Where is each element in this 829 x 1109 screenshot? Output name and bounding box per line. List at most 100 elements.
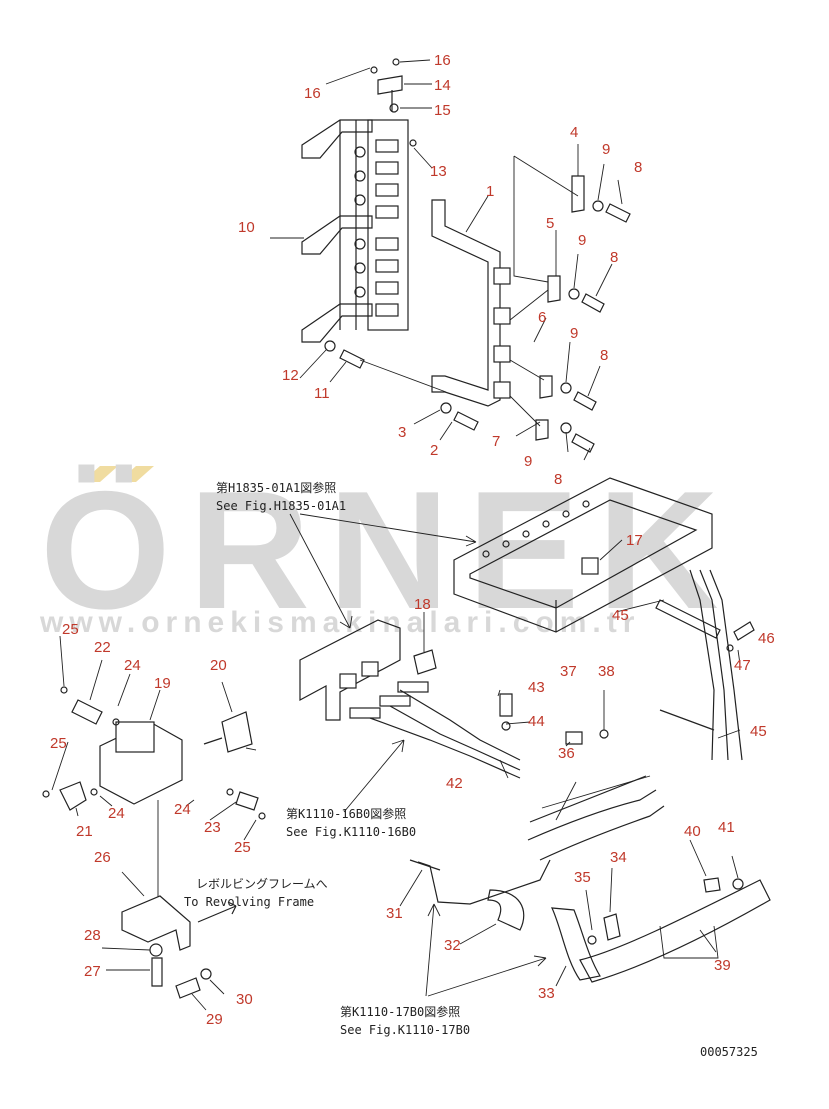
spiral-33	[551, 907, 601, 981]
callout-6: 6	[538, 309, 546, 326]
watermark: ÖRNEK www.ornekismakinalari.com.tr	[39, 456, 719, 644]
callout-25c: 25	[234, 839, 251, 856]
callout-8b: 8	[610, 249, 618, 266]
washer-30	[200, 968, 212, 980]
callout-24a: 24	[124, 657, 141, 674]
callout-45b: 45	[750, 723, 767, 740]
o-ring-24a	[112, 718, 120, 726]
washer-28	[149, 943, 163, 957]
reference-arrows	[289, 513, 547, 997]
ref-frame-en: To Revolving Frame	[184, 895, 314, 909]
callout-43: 43	[528, 679, 545, 696]
harness-42	[369, 689, 521, 779]
connector-18	[413, 649, 437, 675]
cover-32	[487, 889, 525, 931]
callout-13: 13	[430, 163, 447, 180]
solenoid-head	[115, 721, 155, 753]
bolt-43	[499, 693, 513, 717]
solenoid-valve-assembly	[42, 686, 266, 906]
connector-bracket-assembly	[299, 619, 521, 779]
callout-9a: 9	[602, 141, 610, 158]
washer-44	[501, 721, 511, 731]
callout-46: 46	[758, 630, 775, 647]
callout-20: 20	[210, 657, 227, 674]
callout-1: 1	[486, 183, 494, 200]
callout-27: 27	[84, 963, 101, 980]
callout-22: 22	[94, 639, 111, 656]
frame-assembly	[453, 477, 755, 761]
callout-38: 38	[598, 663, 615, 680]
clamp-45	[655, 599, 721, 639]
callout-41: 41	[718, 819, 735, 836]
callout-8c: 8	[600, 347, 608, 364]
callout-24b: 24	[108, 805, 125, 822]
clamp-31	[409, 859, 441, 871]
callout-36: 36	[558, 745, 575, 762]
connector-bracket	[299, 619, 401, 721]
callout-34: 34	[610, 849, 627, 866]
callout-40: 40	[684, 823, 701, 840]
callout-8d: 8	[554, 471, 562, 488]
callout-33: 33	[538, 985, 555, 1002]
washer-35	[587, 935, 597, 945]
callout-15: 15	[434, 102, 451, 119]
callout-14: 14	[434, 77, 451, 94]
o-ring-16a	[392, 58, 400, 66]
ref-k1110-16-jp: 第K1110-16B0図参照	[286, 806, 406, 821]
callout-31: 31	[386, 905, 403, 922]
fitting-23	[235, 791, 259, 811]
reference-notes: 第H1835-01A1図参照 See Fig.H1835-01A1 第K1110…	[184, 480, 758, 1059]
bolt-34	[603, 913, 621, 941]
o-ring-16b	[370, 66, 378, 74]
callout-19: 19	[154, 675, 171, 692]
washer-38	[599, 729, 609, 739]
watermark-accent-left	[82, 466, 118, 482]
callout-7: 7	[492, 433, 500, 450]
bolt-40	[703, 877, 721, 893]
callout-16b: 16	[304, 85, 321, 102]
bolt-46	[733, 621, 755, 641]
callout-9b: 9	[578, 232, 586, 249]
bracket-26	[121, 895, 191, 951]
frame-17	[453, 477, 713, 633]
ref-k1110-17-jp: 第K1110-17B0図参照	[340, 1004, 460, 1019]
valve-manifold	[367, 119, 409, 331]
bolt-29	[175, 977, 201, 999]
callout-5: 5	[546, 215, 554, 232]
ref-frame-jp: レボルビングフレームへ	[196, 877, 328, 891]
drawing-number: 00057325	[700, 1045, 758, 1059]
callout-16a: 16	[434, 52, 451, 69]
callout-26: 26	[94, 849, 111, 866]
callout-9d: 9	[524, 453, 532, 470]
ref-k1110-17-en: See Fig.K1110-17B0	[340, 1023, 470, 1037]
callout-45a: 45	[612, 607, 629, 624]
plug-13	[409, 139, 417, 147]
ref-h1835-jp: 第H1835-01A1図参照	[216, 480, 336, 495]
solenoid-20	[203, 711, 253, 753]
o-ring-24b	[90, 788, 98, 796]
callout-2: 2	[430, 442, 438, 459]
callout-37: 37	[560, 663, 577, 680]
o-ring-15	[389, 103, 399, 113]
callout-28: 28	[84, 927, 101, 944]
callout-47: 47	[734, 657, 751, 674]
callout-4: 4	[570, 124, 578, 141]
callout-44: 44	[528, 713, 545, 730]
bolt-37	[565, 731, 583, 745]
ref-k1110-16-en: See Fig.K1110-16B0	[286, 825, 416, 839]
callout-9c: 9	[570, 325, 578, 342]
callout-12: 12	[282, 367, 299, 384]
callout-25a: 25	[62, 621, 79, 638]
o-ring-24c	[226, 788, 234, 796]
harness-45	[689, 569, 743, 761]
callout-32: 32	[444, 937, 461, 954]
spiral-36	[527, 775, 665, 861]
callout-25b: 25	[50, 735, 67, 752]
callout-18: 18	[414, 596, 431, 613]
callout-11: 11	[314, 385, 330, 402]
tee-fitting	[377, 75, 403, 112]
callout-23: 23	[204, 819, 221, 836]
connector-22	[71, 699, 103, 725]
callout-10: 10	[238, 219, 255, 236]
